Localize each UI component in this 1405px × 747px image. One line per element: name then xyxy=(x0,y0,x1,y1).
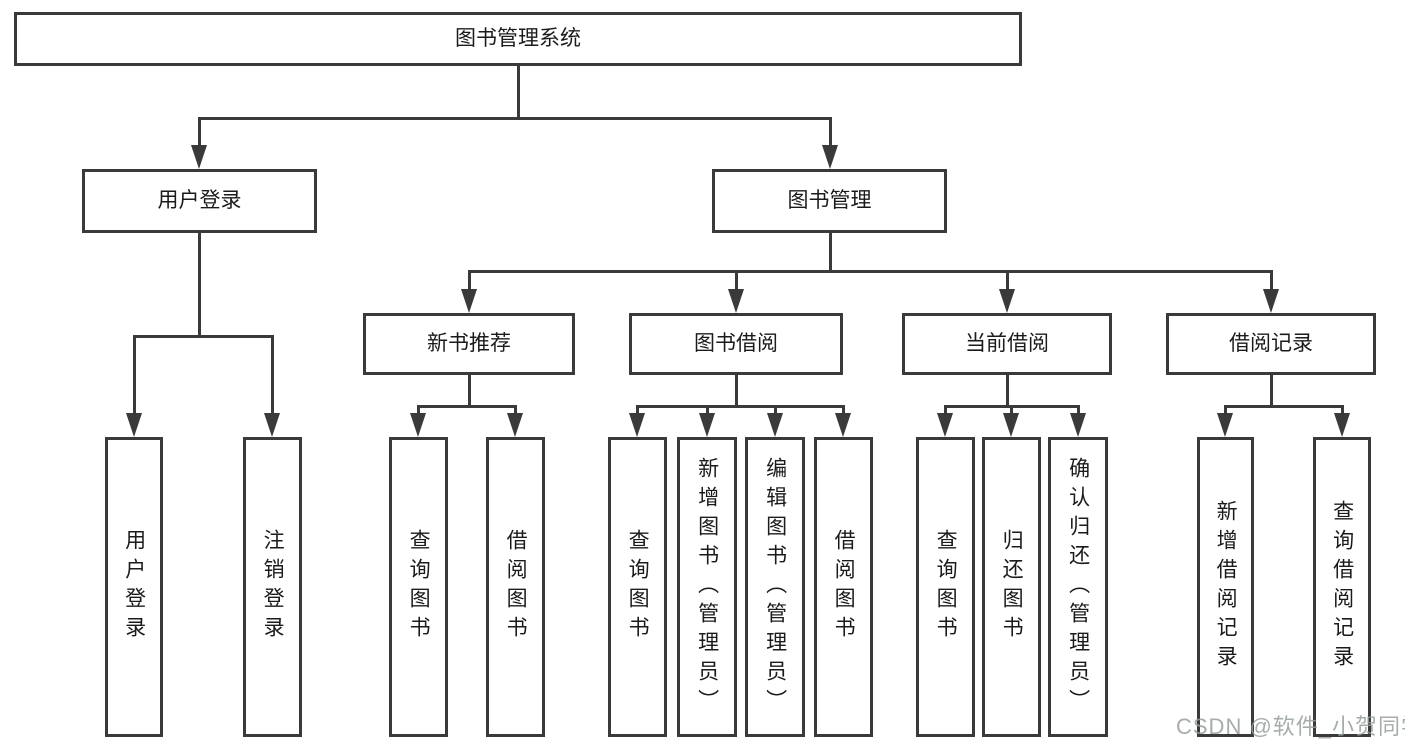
connector-drop xyxy=(1005,270,1009,291)
node-label: 借阅记录 xyxy=(1229,332,1313,356)
node-label: 借阅图书 xyxy=(504,529,528,645)
connector-drop xyxy=(1223,405,1227,415)
node-label: 图书管理 xyxy=(787,189,872,213)
connector-drop xyxy=(1076,405,1080,415)
connector-drop xyxy=(197,117,201,147)
connector-split xyxy=(132,335,274,338)
arrowhead-down xyxy=(822,145,838,169)
node-bb-borrow: 借阅图书 xyxy=(814,437,873,737)
connector-split xyxy=(635,405,845,408)
node-label: 用户登录 xyxy=(157,189,242,213)
arrowhead-down xyxy=(1217,413,1233,437)
arrowhead-down xyxy=(835,413,851,437)
connector-split xyxy=(1223,405,1344,408)
connector-drop xyxy=(270,335,274,415)
node-cb-confirm: 确认归还（管理员） xyxy=(1048,437,1108,737)
node-label: 新增借阅记录 xyxy=(1214,500,1238,674)
node-root: 图书管理系统 xyxy=(14,12,1022,66)
connector-drop xyxy=(1009,405,1013,415)
node-ul-login: 用户登录 xyxy=(105,437,163,737)
node-book-mgmt: 图书管理 xyxy=(712,169,947,233)
arrowhead-down xyxy=(126,413,142,437)
connector-drop xyxy=(416,405,420,415)
connector-drop xyxy=(467,270,471,291)
node-label: 借阅图书 xyxy=(832,529,856,645)
connector-drop xyxy=(734,270,738,291)
node-bb-add: 新增图书（管理员） xyxy=(677,437,737,737)
connector-drop xyxy=(1269,270,1273,291)
connector-drop xyxy=(132,335,136,415)
node-cb-query: 查询图书 xyxy=(916,437,975,737)
arrowhead-down xyxy=(767,413,783,437)
arrowhead-down xyxy=(728,289,744,313)
arrowhead-down xyxy=(937,413,953,437)
node-current-borrow: 当前借阅 xyxy=(902,313,1112,375)
connector-drop xyxy=(705,405,709,415)
node-label: 查询借阅记录 xyxy=(1330,500,1354,674)
node-label: 当前借阅 xyxy=(965,332,1049,356)
connector-stem xyxy=(197,233,201,338)
connector-drop xyxy=(828,117,832,147)
connector-drop xyxy=(841,405,845,415)
node-label: 编辑图书（管理员） xyxy=(763,456,787,718)
connector-drop xyxy=(1340,405,1344,415)
arrowhead-down xyxy=(461,289,477,313)
node-nb-query: 查询图书 xyxy=(389,437,448,737)
node-label: 新增图书（管理员） xyxy=(695,456,719,718)
node-label: 新书推荐 xyxy=(427,332,511,356)
arrowhead-down xyxy=(191,145,207,169)
node-br-query: 查询借阅记录 xyxy=(1313,437,1371,737)
node-label: 用户登录 xyxy=(122,529,146,645)
connector-split xyxy=(197,117,832,120)
node-label: 图书管理系统 xyxy=(455,27,581,51)
arrowhead-down xyxy=(1334,413,1350,437)
node-nb-borrow: 借阅图书 xyxy=(486,437,545,737)
node-label: 确认归还（管理员） xyxy=(1066,456,1090,718)
connector-stem xyxy=(1005,375,1009,408)
node-label: 归还图书 xyxy=(1000,529,1024,645)
connector-drop xyxy=(943,405,947,415)
arrowhead-down xyxy=(1003,413,1019,437)
node-br-add: 新增借阅记录 xyxy=(1197,437,1254,737)
watermark: CSDN @软件_小贺同学 xyxy=(1176,714,1405,739)
node-borrow-record: 借阅记录 xyxy=(1166,313,1376,375)
node-ul-logout: 注销登录 xyxy=(243,437,302,737)
node-bb-query: 查询图书 xyxy=(608,437,667,737)
node-label: 查询图书 xyxy=(934,529,958,645)
node-new-book-rec: 新书推荐 xyxy=(363,313,575,375)
connector-drop xyxy=(635,405,639,415)
arrowhead-down xyxy=(1070,413,1086,437)
arrowhead-down xyxy=(699,413,715,437)
arrowhead-down xyxy=(507,413,523,437)
connector-split xyxy=(416,405,517,408)
node-label: 查询图书 xyxy=(407,529,431,645)
arrowhead-down xyxy=(1263,289,1279,313)
connector-stem xyxy=(734,375,738,408)
connector-stem xyxy=(516,66,520,120)
connector-stem xyxy=(467,375,471,408)
node-label: 查询图书 xyxy=(626,529,650,645)
node-label: 注销登录 xyxy=(261,529,285,645)
connector-split xyxy=(467,270,1273,273)
connector-stem xyxy=(1269,375,1273,408)
node-user-login: 用户登录 xyxy=(82,169,317,233)
connector-stem xyxy=(828,233,832,273)
node-cb-return: 归还图书 xyxy=(982,437,1041,737)
arrowhead-down xyxy=(999,289,1015,313)
arrowhead-down xyxy=(629,413,645,437)
node-label: 图书借阅 xyxy=(694,332,778,356)
connector-drop xyxy=(773,405,777,415)
arrowhead-down xyxy=(264,413,280,437)
node-book-borrow: 图书借阅 xyxy=(629,313,843,375)
connector-drop xyxy=(513,405,517,415)
node-bb-edit: 编辑图书（管理员） xyxy=(745,437,805,737)
arrowhead-down xyxy=(410,413,426,437)
